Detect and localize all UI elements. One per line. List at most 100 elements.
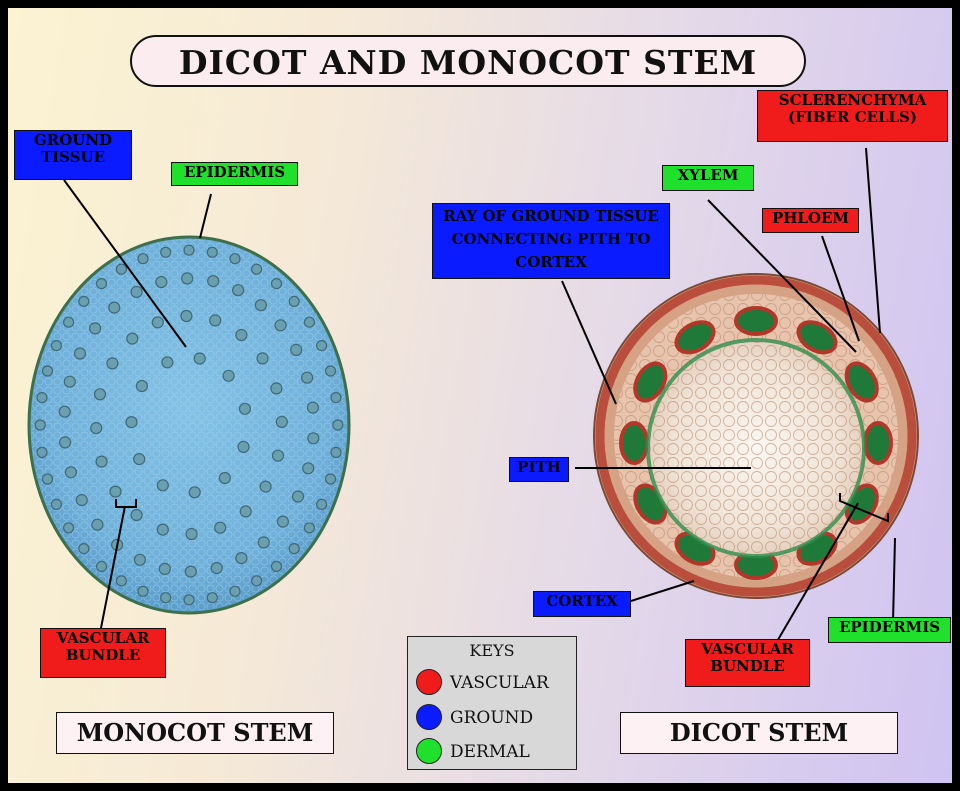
monocot-bundle (108, 301, 121, 314)
monocot-bundle (259, 480, 272, 493)
monocot-bundle (58, 405, 71, 418)
monocot-bundle (222, 369, 235, 382)
monocot-bundle (291, 490, 305, 503)
monocot-bundle (238, 402, 251, 415)
monocot-bundle (232, 284, 245, 297)
monocot-bundle (276, 515, 289, 528)
page-title: DICOT AND MONOCOT STEM (130, 35, 806, 87)
monocot-bundle (63, 375, 76, 388)
monocot-bundle (64, 466, 78, 479)
label-dicot-epidermis: EPIDERMIS (828, 617, 951, 643)
monocot-bundle (106, 357, 119, 370)
monocot-bundle (218, 471, 231, 485)
monocot-bundle (93, 388, 107, 401)
monocot-bundle (78, 542, 90, 555)
monocot-bundle (137, 585, 149, 597)
monocot-bundle (207, 275, 220, 288)
monocot-vascular-bundles (34, 244, 344, 606)
monocot-bundle (307, 432, 320, 445)
diagram-canvas: DICOT AND MONOCOT STEM GROUND TISSUE EPI… (8, 8, 952, 783)
key-ground-label: GROUND (450, 708, 534, 728)
monocot-bundle (95, 455, 108, 468)
monocot-bundle (303, 522, 315, 534)
monocot-bundle (62, 522, 75, 534)
monocot-bundle (237, 440, 250, 453)
monocot-bundle (229, 585, 241, 597)
monocot-bundle (158, 562, 171, 576)
monocot-bundle (254, 299, 267, 312)
monocot-bundle (95, 278, 108, 290)
dicot-bundle (863, 421, 893, 465)
key-vascular-label: VASCULAR (450, 673, 549, 693)
monocot-bundle (301, 371, 314, 384)
monocot-bundle (125, 416, 138, 429)
monocot-bundle (206, 246, 218, 258)
monocot-bundle (36, 446, 48, 458)
monocot-bundle (34, 419, 46, 431)
key-ground-swatch (416, 704, 442, 730)
label-xylem: XYLEM (662, 165, 754, 191)
monocot-bundle (160, 592, 172, 604)
monocot-bundle (214, 521, 227, 534)
keys-title: KEYS (469, 641, 515, 660)
monocot-bundle (73, 347, 87, 360)
dicot-bundle (796, 320, 838, 355)
dicot-bundle (674, 320, 716, 355)
monocot-bundle (133, 453, 146, 466)
monocot-bundle (332, 419, 344, 431)
monocot-bundle (183, 244, 195, 256)
monocot-bundle (239, 505, 252, 518)
monocot-bundle (161, 356, 174, 369)
key-dermal-label: DERMAL (450, 742, 530, 762)
label-ground-tissue: GROUND TISSUE (14, 130, 132, 180)
monocot-bundle (256, 352, 269, 365)
monocot-bundle (115, 575, 128, 587)
monocot-bundle (183, 594, 195, 606)
label-pith: PITH (509, 457, 569, 482)
monocot-bundle (160, 246, 172, 258)
monocot-bundle (251, 263, 263, 275)
monocot-bundle (133, 553, 146, 566)
monocot-bundle (206, 592, 218, 604)
monocot-bundle (302, 462, 315, 475)
monocot-bundle (274, 319, 287, 332)
monocot-bundle (193, 352, 206, 365)
monocot-bundle (126, 332, 139, 345)
monocot-bundle (50, 498, 63, 510)
monocot-bundle (316, 340, 328, 352)
dicot-bundle (619, 421, 649, 465)
label-monocot-vascular-bundle: VASCULAR BUNDLE (40, 628, 166, 678)
monocot-bundle (75, 494, 88, 507)
monocot-bundle (188, 486, 201, 499)
monocot-bundle (156, 479, 169, 492)
monocot-bundle (288, 542, 300, 555)
keys-legend: KEYS VASCULAR GROUND DERMAL (407, 636, 577, 770)
monocot-bundle (115, 263, 128, 275)
monocot-bundle (41, 365, 54, 377)
monocot-bundle (156, 523, 169, 536)
monocot-bundle (130, 508, 143, 522)
monocot-bundle (251, 575, 263, 587)
monocot-bundle (235, 551, 248, 565)
monocot-bundle (130, 285, 143, 298)
monocot-bundle (303, 316, 315, 328)
monocot-bundle (95, 560, 108, 573)
label-dicot-vascular-bundle: VASCULAR BUNDLE (685, 639, 810, 687)
dicot-stem-section (593, 273, 919, 599)
monocot-bundle (270, 382, 283, 395)
monocot-bundle (181, 272, 194, 285)
monocot-bundle (290, 343, 303, 356)
monocot-bundle (306, 401, 319, 414)
monocot-bundle (155, 275, 168, 289)
monocot-bundle (235, 328, 248, 342)
monocot-bundle (316, 498, 328, 510)
monocot-bundle (137, 253, 149, 265)
monocot-bundle (271, 449, 285, 462)
monocot-bundle (58, 436, 72, 449)
monocot-bundle (330, 446, 342, 458)
label-monocot-epidermis: EPIDERMIS (171, 162, 298, 186)
label-ray-of-ground-tissue: RAY OF GROUND TISSUE CONNECTING PITH TO … (432, 203, 670, 279)
monocot-stem-section (27, 235, 351, 615)
monocot-bundle (109, 485, 122, 498)
